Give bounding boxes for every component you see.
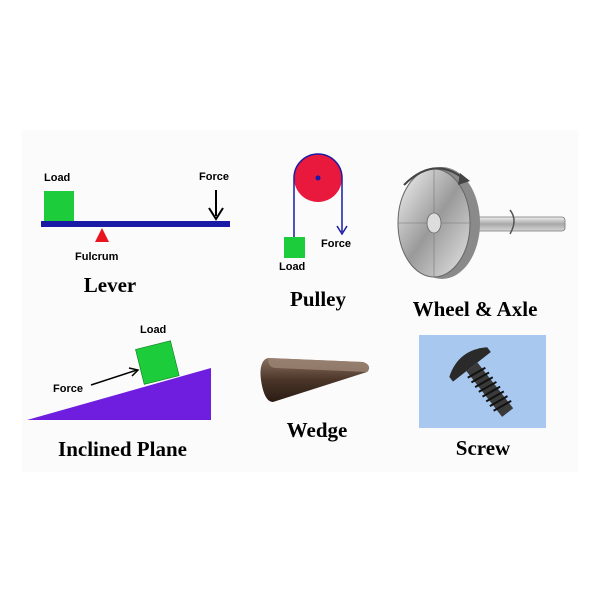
pulley-rope-top [293,153,343,179]
screw-head [449,347,491,382]
wheel-rotation-arrowhead [458,173,470,185]
pulley-title: Pulley [290,287,346,311]
lever-diagram [41,190,230,242]
inclined-plane-diagram [27,340,211,420]
pulley-diagram [284,153,348,258]
lever-title: Lever [83,273,137,297]
screw-title: Screw [455,436,511,460]
fulcrum-triangle [95,228,109,242]
screw-thread [485,390,505,403]
pulley-load-label: Load [279,261,306,273]
screw-thread [478,381,497,393]
inclined-plane-figure [25,330,220,425]
inclined-plane-title: Inclined Plane [58,437,187,461]
force-arrow-head [208,207,224,221]
pulley-load-block [284,237,305,258]
incline-force-arrowhead [128,367,140,377]
wheel-axle-figure [390,155,570,285]
wedge-figure [255,350,380,410]
incline-load-label: Load [140,324,167,336]
wheel-hub [426,212,442,234]
screw-illustration [449,347,514,417]
screw-thread [489,395,508,407]
screw-thread [467,366,486,379]
screw-thread [482,385,501,398]
wedge-title: Wedge [286,418,348,442]
lever-load-label: Load [44,172,71,184]
wedge-illustration [260,358,370,402]
fulcrum-label: Fulcrum [75,251,119,263]
lever-beam [41,221,230,227]
wheel-axle-illustration [397,167,566,279]
wheel-axle-title: Wheel & Axle [412,297,538,321]
pulley-axle [315,175,321,181]
screw-thread [493,399,512,412]
lever-force-label: Force [199,171,229,183]
lever-figure [40,168,240,268]
incline-force-arrow [90,369,138,386]
lever-load-block [44,191,74,221]
incline-ramp [27,368,211,420]
axle-rotation-arrow [509,209,515,235]
wedge-top-face [268,358,370,372]
incline-force-label: Force [53,383,83,395]
screw-thread [470,371,490,384]
screw-figure [419,335,546,428]
incline-load-block [135,340,180,385]
screw-shank [466,362,514,417]
screw-thread [474,376,494,389]
wheel-rotation-arrow [403,167,465,186]
pulley-force-label: Force [321,238,351,250]
pulley-figure [275,150,365,270]
pulley-force-arrow [336,225,348,236]
